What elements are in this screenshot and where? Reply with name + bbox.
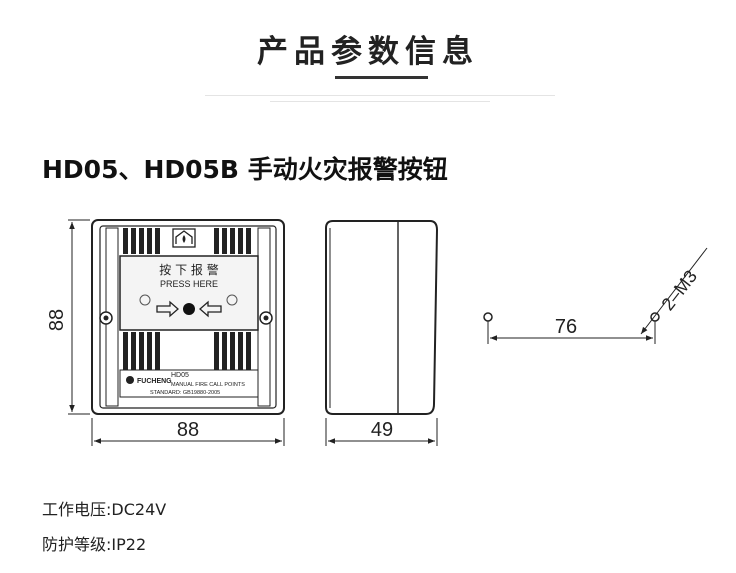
spec-label: 工作电压 [42, 500, 107, 519]
right-arrow-icon [156, 300, 179, 318]
press-label-cn: 按 下 报 警 [159, 262, 218, 277]
press-window [119, 255, 259, 331]
hole-leader-line [640, 247, 708, 335]
mount-diagram: 76 2–M3 [483, 247, 708, 344]
front-grip-stripes-right-top [214, 228, 251, 254]
decorative-divider [205, 95, 555, 96]
house-icon [172, 228, 196, 248]
mount-spacing: 76 [555, 316, 577, 338]
front-grip-stripes-left-top [123, 228, 160, 254]
screw-hole-right [226, 294, 238, 306]
width-dimension: 88 [177, 419, 199, 441]
hole-label: 2–M3 [658, 266, 701, 314]
spec-protection: 防护等级:IP22 [42, 531, 146, 555]
left-arrow-icon [199, 300, 222, 318]
front-grip-stripes-right-bottom [214, 332, 251, 370]
spec-separator: : [106, 535, 112, 554]
front-grip-stripes-left-bottom [123, 332, 160, 370]
standard-text: STANDARD: GB19880-2005 [150, 390, 220, 396]
spec-label: 防护等级 [42, 535, 107, 554]
spec-separator: : [106, 500, 112, 519]
side-view: 49 [325, 220, 439, 446]
brand-name: FUCHENG [137, 378, 172, 385]
screw-hole-left [139, 294, 151, 306]
press-label-en: PRESS HERE [160, 279, 218, 289]
screw-left [99, 311, 113, 325]
product-title: HD05、HD05B 手动火灾报警按钮 [42, 155, 448, 184]
front-view: 按 下 报 警 PRESS HERE FUCHENG HD05 MANUAL F… [46, 219, 285, 446]
depth-dimension: 49 [371, 419, 393, 441]
spec-value: IP22 [111, 535, 147, 554]
brand-logo [126, 376, 134, 384]
desc-text: MANUAL FIRE CALL POINTS [171, 382, 245, 388]
decorative-divider [270, 101, 490, 102]
section-title: 产品参数信息 [257, 34, 479, 70]
title-underline [335, 76, 428, 79]
press-dot [183, 303, 195, 315]
label-plate [119, 369, 259, 398]
spec-value: DC24V [111, 500, 167, 519]
model-text: HD05 [171, 372, 189, 379]
screw-right [259, 311, 273, 325]
height-dimension: 88 [46, 309, 68, 331]
mount-hole-left [483, 312, 493, 322]
spec-voltage: 工作电压:DC24V [42, 496, 166, 520]
